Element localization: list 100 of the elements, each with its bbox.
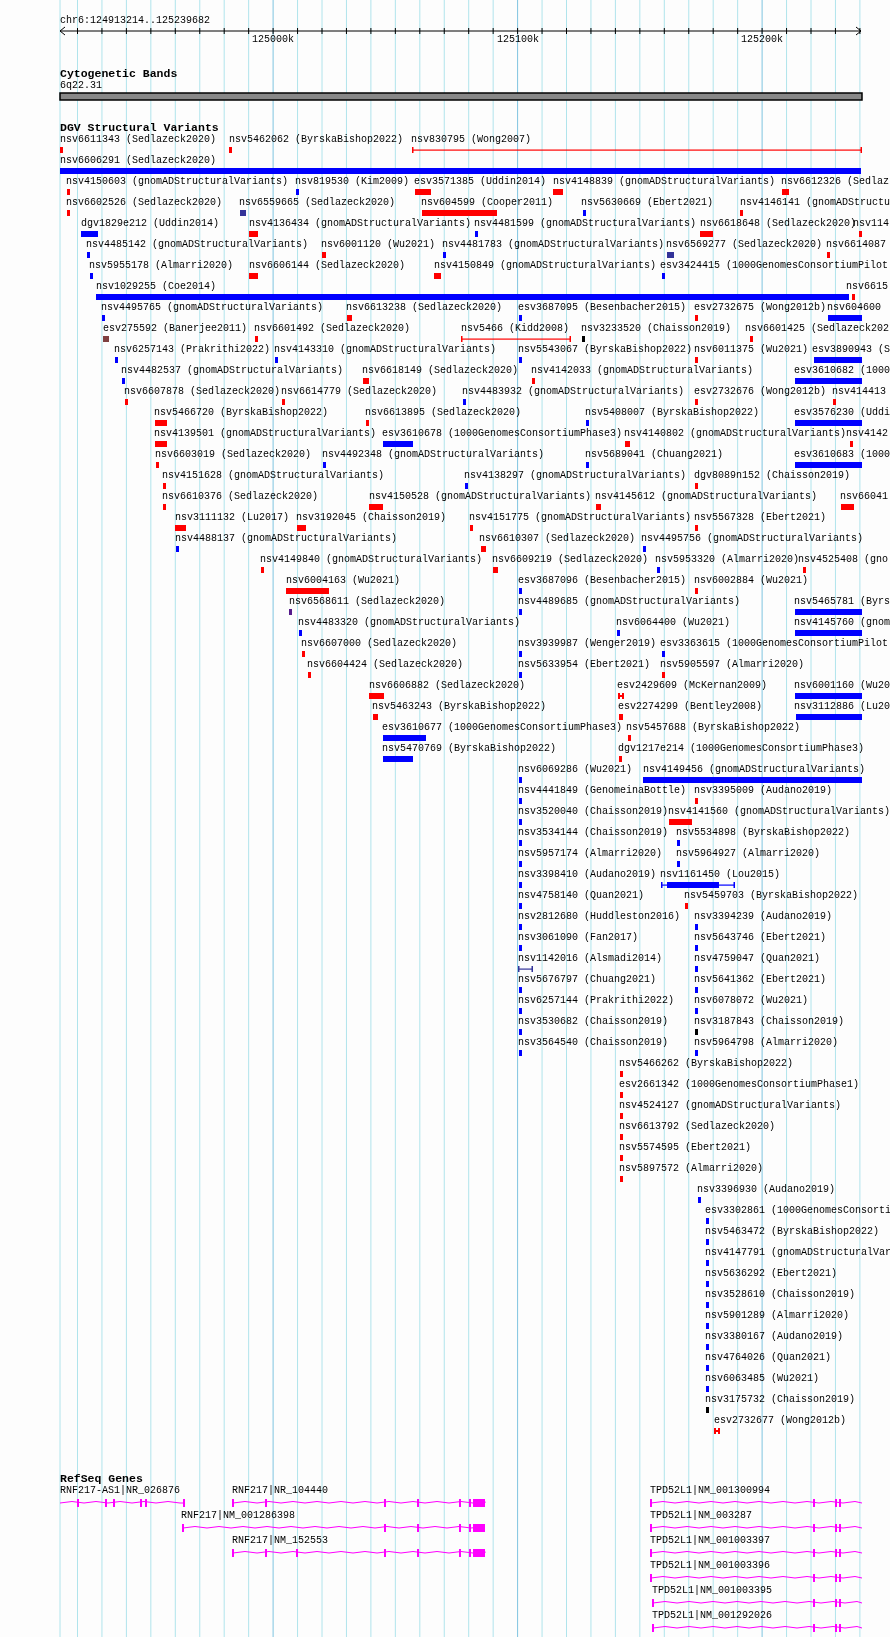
section-heading: Cytogenetic Bands (60, 67, 178, 80)
variant-label: nsv4150528 (gnomADStructuralVariants) (369, 491, 592, 503)
variant-label: nsv5641362 (Ebert2021) (694, 974, 827, 986)
variant-label: nsv5466 (Kidd2008) (461, 323, 570, 335)
variant-label: nsv4151775 (gnomADStructuralVariants) (469, 512, 692, 524)
variant-label: dgv1829e212 (Uddin2014) (81, 218, 220, 230)
variant-label: nsv5676797 (Chuang2021) (518, 974, 657, 986)
variant-label: nsv6610376 (Sedlazeck2020) (162, 491, 319, 503)
variant-label: esv3610683 (1000 (794, 449, 890, 461)
variant-label: nsv4141560 (gnomADStructuralVariants) (668, 806, 890, 818)
variant-label: nsv3061090 (Fan2017) (518, 932, 639, 944)
variant-label: nsv5408007 (ByrskaBishop2022) (585, 407, 760, 419)
variant-label: nsv5574595 (Ebert2021) (619, 1142, 752, 1154)
variant-label: nsv1142016 (Alsmadi2014) (518, 953, 663, 965)
variant-label: nsv6004163 (Wu2021) (286, 575, 401, 587)
variant-label: nsv5543067 (ByrskaBishop2022) (518, 344, 693, 356)
variant-label: nsv5689041 (Chuang2021) (585, 449, 724, 461)
variant-label: nsv4150603 (gnomADStructuralVariants) (66, 176, 289, 188)
variant-label: nsv4758140 (Quan2021) (518, 890, 645, 902)
variant-label: nsv5463243 (ByrskaBishop2022) (372, 701, 547, 713)
variant-label: nsv6607878 (Sedlazeck2020) (124, 386, 281, 398)
variant-label: nsv4481783 (gnomADStructuralVariants) (442, 239, 665, 251)
gene-label: TPD52L1|NM_001003397 (650, 1535, 771, 1547)
variant-label: nsv830795 (Wong2007) (411, 134, 532, 146)
variant-label: nsv6606882 (Sedlazeck2020) (369, 680, 526, 692)
variant-label: nsv4481599 (gnomADStructuralVariants) (474, 218, 697, 230)
variant-label: nsv4142 (846, 428, 888, 440)
variant-label: nsv6011375 (Wu2021) (694, 344, 809, 356)
variant-label: nsv3520040 (Chaisson2019) (518, 806, 669, 818)
variant-label: esv3302861 (1000GenomesConsorti (705, 1205, 890, 1217)
variant-label: nsv5463472 (ByrskaBishop2022) (705, 1226, 880, 1238)
variant-label: nsv3534144 (Chaisson2019) (518, 827, 669, 839)
variant-label: esv3571385 (Uddin2014) (414, 176, 547, 188)
variant-label: nsv6610307 (Sedlazeck2020) (479, 533, 636, 545)
variant-label: nsv5462062 (ByrskaBishop2022) (229, 134, 404, 146)
gene-label: RNF217|NM_152553 (232, 1535, 328, 1547)
variant-label: nsv6064400 (Wu2021) (616, 617, 731, 629)
variant-label: esv3687095 (Besenbacher2015) (518, 302, 687, 314)
gene-label: RNF217|NR_104440 (232, 1485, 328, 1497)
variant-label: dgv1217e214 (1000GenomesConsortiumPhase3) (618, 743, 865, 755)
variant-label: nsv5630669 (Ebert2021) (581, 197, 714, 209)
variant-label: nsv604600 (827, 302, 881, 314)
variant-label: nsv6609219 (Sedlazeck2020) (492, 554, 649, 566)
variant-label: nsv5955178 (Almarri2020) (89, 260, 234, 272)
variant-label: nsv1161450 (Lou2015) (660, 869, 781, 881)
variant-label: nsv5897572 (Almarri2020) (619, 1163, 764, 1175)
variant-label: nsv4148839 (gnomADStructuralVariants) (553, 176, 776, 188)
variant-label: nsv6613792 (Sedlazeck2020) (619, 1121, 776, 1133)
gene-label: TPD52L1|NM_001292026 (652, 1610, 773, 1622)
variant-label: nsv4488137 (gnomADStructuralVariants) (175, 533, 398, 545)
variant-label: esv3610682 (1000 (794, 365, 890, 377)
variant-label: nsv4764026 (Quan2021) (705, 1352, 832, 1364)
variant-label: nsv414413 (832, 386, 886, 398)
variant-label: nsv604599 (Cooper2011) (421, 197, 554, 209)
variant-label: nsv819530 (Kim2009) (295, 176, 410, 188)
variant-label: nsv5643746 (Ebert2021) (694, 932, 827, 944)
variant-label: nsv4146141 (gnomADStructu (740, 197, 890, 209)
variant-label: nsv6001160 (Wu20 (794, 680, 890, 692)
variant-label: nsv2812680 (Huddleston2016) (518, 911, 681, 923)
variant-label: nsv4524127 (gnomADStructuralVariants) (619, 1100, 842, 1112)
variant-label: esv3610677 (1000GenomesConsortiumPhase3) (382, 722, 623, 734)
variant-label: nsv5567328 (Ebert2021) (694, 512, 827, 524)
variant-label: nsv6002884 (Wu2021) (694, 575, 809, 587)
variant-label: nsv6001120 (Wu2021) (321, 239, 436, 251)
variant-label: esv2732675 (Wong2012b) (694, 302, 827, 314)
track-label: 6q22.31 (60, 80, 102, 92)
variant-label: nsv5964927 (Almarri2020) (676, 848, 821, 860)
variant-label: nsv6559665 (Sedlazeck2020) (239, 197, 396, 209)
variant-label: nsv3939987 (Wenger2019) (518, 638, 657, 650)
variant-label: nsv4759047 (Quan2021) (694, 953, 821, 965)
gene-label: TPD52L1|NM_001003395 (652, 1585, 773, 1597)
variant-label: nsv6614087 (826, 239, 886, 251)
variant-label: nsv114 (853, 218, 889, 230)
axis-label: 125200k (741, 34, 783, 46)
variant-label: esv2732677 (Wong2012b) (714, 1415, 847, 1427)
variant-label: nsv6618149 (Sedlazeck2020) (362, 365, 519, 377)
variant-label: nsv5459703 (ByrskaBishop2022) (684, 890, 859, 902)
variant-label: nsv6612326 (Sedlaz (781, 176, 890, 188)
track-label: chr6:124913214..125239682 (60, 15, 211, 27)
variant-label: nsv4483932 (gnomADStructuralVariants) (462, 386, 685, 398)
variant-label: nsv6603019 (Sedlazeck2020) (155, 449, 312, 461)
variant-label: esv2732676 (Wong2012b) (694, 386, 827, 398)
variant-label: nsv5905597 (Almarri2020) (660, 659, 805, 671)
variant-label: dgv8089n152 (Chaisson2019) (694, 470, 851, 482)
variant-label: esv2274299 (Bentley2008) (618, 701, 763, 713)
variant-label: nsv4142033 (gnomADStructuralVariants) (531, 365, 754, 377)
variant-label: nsv4525408 (gno (798, 554, 888, 566)
variant-label: nsv5457688 (ByrskaBishop2022) (626, 722, 801, 734)
gene-label: TPD52L1|NM_001300994 (650, 1485, 771, 1497)
variant-label: nsv4485142 (gnomADStructuralVariants) (86, 239, 309, 251)
variant-label: esv3363615 (1000GenomesConsortiumPilot (660, 638, 889, 650)
variant-label: nsv4495756 (gnomADStructuralVariants) (641, 533, 864, 545)
variant-label: nsv6611343 (Sedlazeck2020) (60, 134, 217, 146)
variant-label: nsv6614779 (Sedlazeck2020) (281, 386, 438, 398)
variant-label: nsv4149456 (gnomADStructuralVariants) (643, 764, 866, 776)
variant-label: nsv3530682 (Chaisson2019) (518, 1016, 669, 1028)
variant-label: esv2661342 (1000GenomesConsortiumPhase1) (619, 1079, 860, 1091)
section-heading: DGV Structural Variants (60, 121, 219, 134)
variant-label: nsv6078072 (Wu2021) (694, 995, 809, 1007)
variant-label: nsv3528610 (Chaisson2019) (705, 1289, 856, 1301)
